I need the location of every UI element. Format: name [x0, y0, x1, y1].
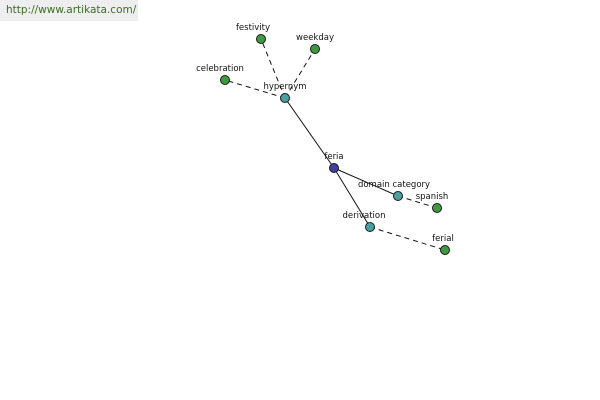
node-circle[interactable]	[329, 163, 339, 173]
node-circle[interactable]	[365, 222, 375, 232]
edge-hypernym-celebration	[224, 79, 286, 99]
node-label[interactable]: weekday	[296, 33, 334, 43]
node-label[interactable]: ferial	[432, 234, 454, 244]
node-label[interactable]: feria	[324, 152, 343, 162]
node-label[interactable]: celebration	[196, 64, 244, 74]
node-ferial[interactable]: ferial	[432, 234, 454, 255]
edge-hypernym-weekday	[284, 48, 316, 99]
edge-feria-hypernym	[284, 97, 335, 169]
edge-feria-domain_category	[333, 167, 399, 197]
node-label[interactable]: spanish	[416, 192, 449, 202]
node-circle[interactable]	[220, 75, 230, 85]
node-festivity[interactable]: festivity	[236, 23, 270, 44]
node-circle[interactable]	[393, 191, 403, 201]
node-hypernym[interactable]: hypernym	[263, 82, 307, 103]
node-derivation[interactable]: derivation	[342, 211, 386, 232]
node-label[interactable]: festivity	[236, 23, 270, 33]
graph-nodes: feria hypernym domain category derivation fe…	[196, 23, 454, 255]
graph-edges	[224, 38, 446, 251]
node-spanish[interactable]: spanish	[416, 192, 449, 213]
edge-hypernym-festivity	[260, 38, 286, 99]
node-weekday[interactable]: weekday	[296, 33, 334, 54]
node-label[interactable]: domain category	[358, 180, 430, 190]
node-circle[interactable]	[440, 245, 450, 255]
edge-feria-derivation	[333, 167, 371, 228]
site-url-banner[interactable]: http://www.artikata.com/	[0, 0, 138, 21]
node-circle[interactable]	[256, 34, 266, 44]
edge-domain_category-spanish	[397, 195, 438, 209]
node-label[interactable]: hypernym	[263, 82, 306, 92]
node-circle[interactable]	[310, 44, 320, 54]
node-feria[interactable]: feria	[324, 152, 344, 173]
node-domain-category[interactable]: domain category	[358, 180, 430, 201]
edge-derivation-ferial	[369, 226, 446, 251]
node-label[interactable]: derivation	[342, 211, 385, 221]
site-url-text[interactable]: http://www.artikata.com/	[6, 4, 137, 16]
node-circle[interactable]	[432, 203, 442, 213]
node-circle[interactable]	[280, 93, 290, 103]
node-celebration[interactable]: celebration	[196, 64, 244, 85]
